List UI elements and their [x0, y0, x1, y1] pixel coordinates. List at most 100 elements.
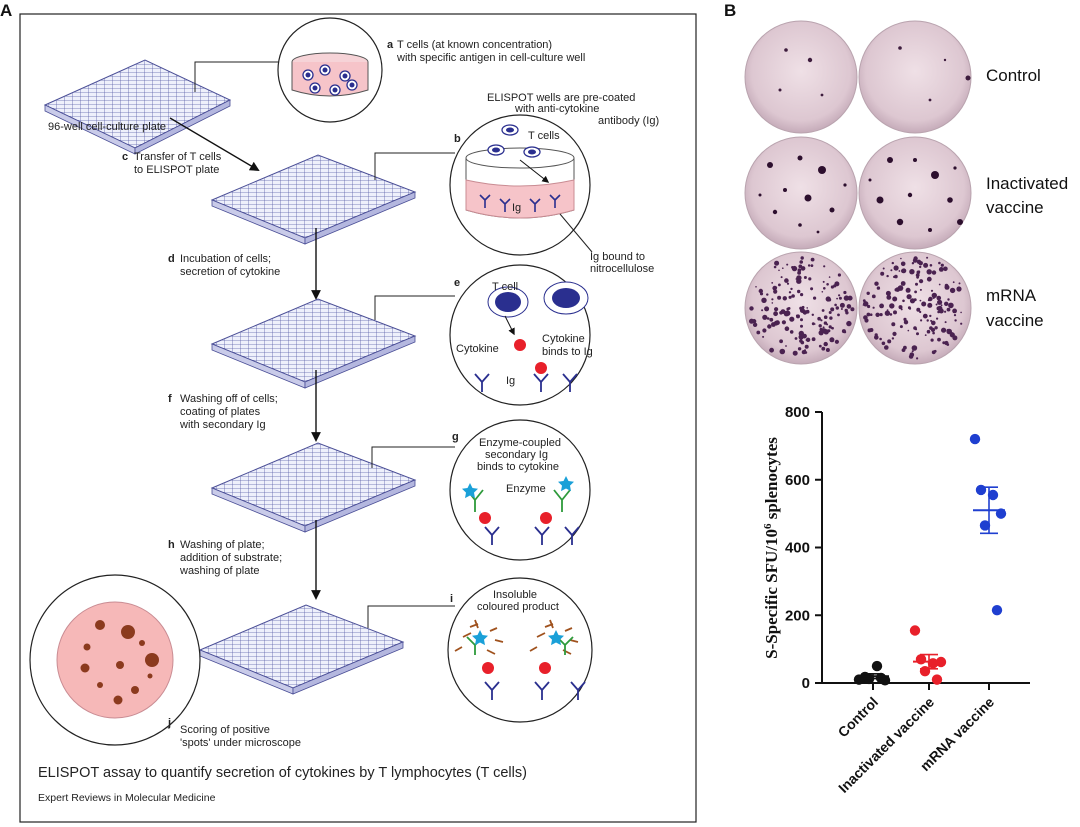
mrna-spot [786, 263, 789, 266]
mrna-spot [920, 319, 923, 322]
mrna-spot [773, 311, 778, 317]
mrna-spot [919, 310, 922, 314]
mrna-spot [879, 303, 884, 309]
mrna-spot [789, 330, 794, 334]
mrna-spot [931, 292, 937, 299]
mrna-spot [771, 298, 774, 301]
mrna-spot [942, 341, 946, 345]
mrna-spot [909, 298, 916, 304]
mrna-spot [755, 286, 757, 288]
data-point [871, 660, 883, 672]
mrna-spot [762, 328, 767, 333]
mrna-spot [871, 294, 876, 299]
mrna-spot [934, 326, 938, 330]
mrna-spot [879, 337, 882, 341]
mrna-spot [887, 339, 892, 344]
mrna-spot [960, 322, 963, 325]
data-point [931, 674, 943, 685]
step-c-letter: c [122, 151, 128, 163]
mrna-spot [914, 290, 917, 294]
mrna-spot [931, 270, 937, 275]
mrna-spot [826, 323, 829, 326]
mrna-spot [862, 299, 866, 302]
mrna-spot [800, 324, 803, 328]
cytokine-dot [514, 339, 526, 351]
connector-i [367, 605, 455, 628]
step-a-line2: with specific antigen in cell-culture we… [396, 52, 585, 64]
mrna-spot [786, 307, 790, 311]
mrna-spot [919, 279, 924, 284]
step-b-line1: ELISPOT wells are pre-coated [487, 92, 635, 104]
mrna-spot [916, 332, 919, 336]
mrna-spot [938, 261, 941, 265]
mrna-spot [893, 310, 897, 315]
panel-a-caption: ELISPOT assay to quantify secretion of c… [38, 765, 527, 781]
mrna-spot [789, 316, 795, 322]
mrna-spot [931, 350, 936, 355]
mrna-spot [752, 322, 758, 327]
inactivated-wells [744, 136, 972, 250]
label-inactivated-2: vaccine [986, 198, 1044, 217]
mrna-spot [810, 287, 814, 291]
mrna-spot [920, 261, 923, 264]
mrna-spot [829, 316, 833, 320]
t-cell-nucleus-2 [552, 288, 580, 308]
well-coating [465, 179, 575, 219]
mrna-spot [796, 275, 802, 281]
mrna-spot [837, 273, 842, 277]
data-point [987, 489, 999, 501]
step-e-binds1: Cytokine [542, 333, 585, 345]
mrna-spot [900, 257, 902, 260]
step-b-line3: antibody (Ig) [598, 115, 659, 127]
mrna-spot [804, 344, 809, 349]
control-wells [744, 20, 972, 134]
mrna-spot [769, 347, 774, 353]
mrna-spot [777, 295, 782, 300]
mrna-spot [923, 262, 929, 268]
t-cell-nuclei [305, 67, 355, 93]
mrna-spot [749, 318, 755, 324]
label-control: Control [986, 66, 1041, 85]
mrna-spot [836, 297, 838, 300]
mrna-spot [874, 333, 878, 337]
data-point [909, 625, 921, 636]
step-f-line3: with secondary Ig [179, 419, 266, 431]
mrna-spot [823, 265, 826, 268]
mrna-spot [821, 346, 826, 351]
connector-b [374, 152, 455, 180]
panel-a-source: Expert Reviews in Molecular Medicine [38, 792, 216, 804]
mrna-spot [926, 319, 929, 322]
mrna-spot [761, 297, 767, 303]
mrna-spot [891, 337, 895, 340]
mrna-spot [797, 268, 802, 273]
mrna-spot [753, 318, 756, 321]
mrna-spot [944, 301, 949, 306]
y-tick-label: 400 [785, 540, 810, 557]
circle-i [447, 577, 593, 723]
mrna-spot [903, 317, 907, 321]
ig-i-group [484, 681, 586, 700]
mrna-spot [947, 298, 950, 301]
step-j-line1: Scoring of positive [180, 724, 270, 736]
step-j-line2: 'spots' under microscope [180, 737, 301, 749]
mrna-spot [930, 338, 934, 342]
step-e-binds2: binds to Ig [542, 346, 593, 358]
secondary-ig-left [462, 483, 491, 524]
mrna-spot [937, 299, 943, 305]
mrna-spot [889, 303, 895, 309]
step-g-line2: secondary Ig [485, 449, 548, 461]
mrna-spot [956, 286, 962, 292]
mrna-spot [798, 334, 804, 340]
connector-g [371, 446, 455, 468]
step-e-tcell: T cell [492, 281, 518, 293]
mrna-spot [778, 283, 781, 287]
mrna-spot [872, 306, 875, 309]
mrna-spot [900, 281, 906, 286]
mrna-spot [952, 335, 958, 341]
mrna-spot [805, 337, 811, 342]
secondary-ig-right [540, 476, 574, 524]
mrna-spot [779, 348, 786, 355]
